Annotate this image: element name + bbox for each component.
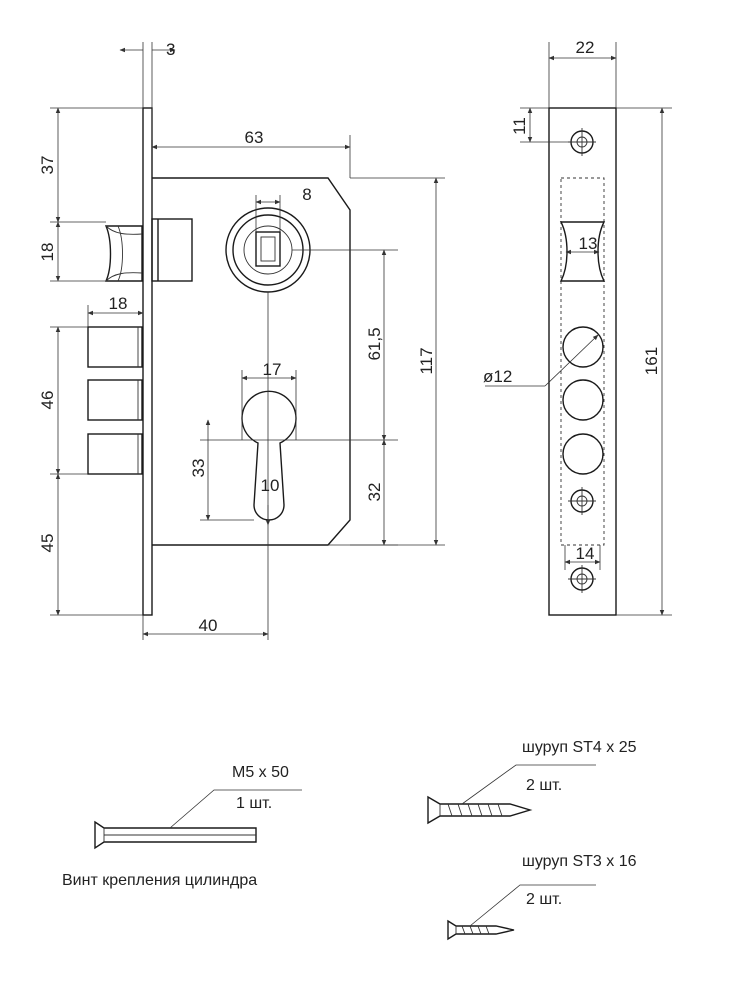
deadbolt-1 <box>87 326 143 368</box>
st3-screw-qty: 2 шт. <box>526 891 562 908</box>
bolt-hole-2 <box>562 379 604 421</box>
dim-bolt-diameter: ø12 <box>483 367 512 386</box>
st4-screw-drawing <box>427 795 533 825</box>
dim-latch-height: 18 <box>38 243 57 262</box>
dim-cyl-width: 17 <box>263 360 282 379</box>
side-view: 3 63 8 18 17 10 40 37 18 46 45 33 61,5 3… <box>38 40 445 640</box>
st4-screw-name: шуруп ST4 x 25 <box>522 739 637 756</box>
lock-body <box>152 177 351 546</box>
accessory-st3-screw: шуруп ST3 x 16 2 шт. <box>447 853 637 941</box>
faceplate-view: 22 11 13 ø12 14 161 <box>483 38 672 616</box>
accessory-cylinder-screw: M5 x 50 1 шт. Винт крепления цилиндра <box>62 764 302 889</box>
dim-body-depth: 63 <box>245 128 264 147</box>
st3-screw-name: шуруп ST3 x 16 <box>522 853 637 870</box>
accessory-st4-screw: шуруп ST4 x 25 2 шт. <box>427 739 637 825</box>
deadbolt-2 <box>87 379 143 421</box>
dim-bolt-projection: 18 <box>109 294 128 313</box>
dim-faceplate-width: 22 <box>576 38 595 57</box>
dim-spindle-square: 8 <box>302 185 311 204</box>
dim-body-height: 117 <box>417 347 436 374</box>
st3-screw-drawing <box>447 919 515 941</box>
dim-total-length: 161 <box>642 347 661 375</box>
bolt-hole-1 <box>562 326 604 368</box>
latch-bolt <box>104 225 143 282</box>
spindle-square <box>255 231 281 267</box>
body-outline-dashed <box>560 177 605 546</box>
faceplate-front <box>548 107 617 616</box>
dim-latch-offset: 37 <box>38 156 57 175</box>
dim-cutout-width: 14 <box>576 544 595 563</box>
dim-latch-width: 13 <box>579 234 598 253</box>
faceplate-side <box>142 107 153 616</box>
deadbolt-3 <box>87 433 143 475</box>
cylinder-screw-qty: 1 шт. <box>236 795 272 812</box>
dim-faceplate-thickness: 3 <box>166 40 175 59</box>
st4-screw-qty: 2 шт. <box>526 777 562 794</box>
bolt-hole-3 <box>562 433 604 475</box>
dim-cyl-to-bottom: 32 <box>365 483 384 502</box>
dim-bottom-offset: 45 <box>38 534 57 553</box>
dim-bolt-span: 46 <box>38 391 57 410</box>
latch-face <box>559 221 606 282</box>
cylinder-screw-caption: Винт крепления цилиндра <box>62 872 257 889</box>
dim-screw-offset: 11 <box>510 117 529 135</box>
cylinder-screw-name: M5 x 50 <box>232 764 289 781</box>
dim-center-distance: 61,5 <box>365 327 384 360</box>
dim-cyl-height: 33 <box>189 459 208 478</box>
dim-cyl-slot: 10 <box>261 476 280 495</box>
latch-housing <box>151 218 193 282</box>
dim-backset: 40 <box>199 616 218 635</box>
cylinder-cutout <box>241 390 297 521</box>
